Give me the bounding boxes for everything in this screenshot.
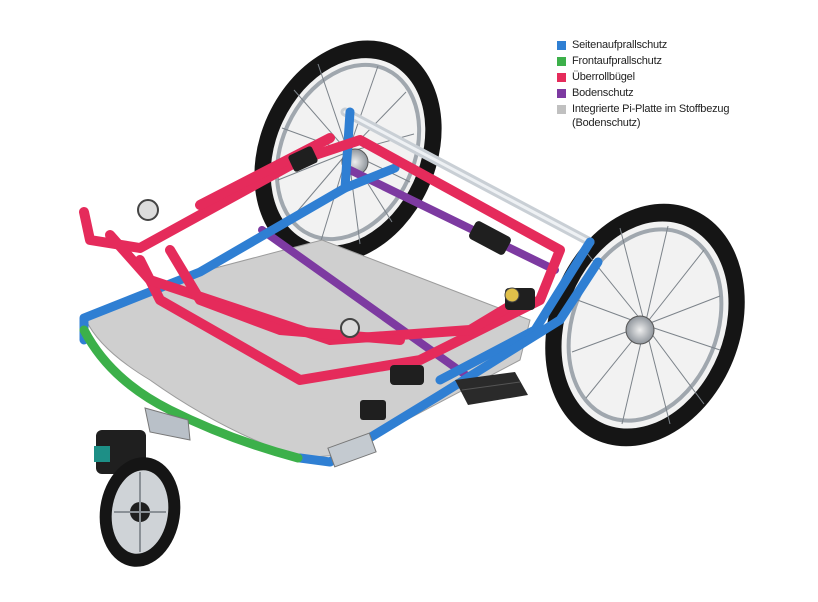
legend-label: Überrollbügel <box>572 71 635 83</box>
legend-label: Frontaufprallschutz <box>572 55 662 67</box>
legend-item-front-impact: Frontaufprallschutz <box>557 54 797 68</box>
hitch-icon <box>144 407 377 468</box>
legend-label-line1: Integrierte Pi-Platte im Stoffbezug <box>572 103 730 115</box>
side-impact-frame <box>79 107 603 467</box>
foot-step <box>455 372 528 405</box>
front-swivel-wheel-icon <box>94 430 181 567</box>
legend-swatch-gray <box>557 105 566 114</box>
legend-item-roll-bar: Überrollbügel <box>557 70 797 84</box>
adjustment-knobs <box>137 199 520 338</box>
legend-label: Integrierte Pi-Platte im Stoffbezug (Bod… <box>572 102 729 130</box>
front-impact-bar <box>79 325 303 463</box>
legend-label: Seitenaufprallschutz <box>572 39 668 51</box>
legend-swatch-green <box>557 57 566 66</box>
legend-swatch-blue <box>557 41 566 50</box>
legend-item-side-impact: Seitenaufprallschutz <box>557 38 797 52</box>
legend: Seitenaufprallschutz Frontaufprallschutz… <box>557 38 797 132</box>
legend-item-floor-plate: Integrierte Pi-Platte im Stoffbezug (Bod… <box>557 102 797 130</box>
legend-label-line2: (Bodenschutz) <box>572 117 641 129</box>
legend-swatch-red <box>557 73 566 82</box>
legend-label: Bodenschutz <box>572 87 634 99</box>
legend-swatch-purple <box>557 89 566 98</box>
legend-item-floor-protection: Bodenschutz <box>557 86 797 100</box>
roll-bar-clamps <box>288 146 535 420</box>
